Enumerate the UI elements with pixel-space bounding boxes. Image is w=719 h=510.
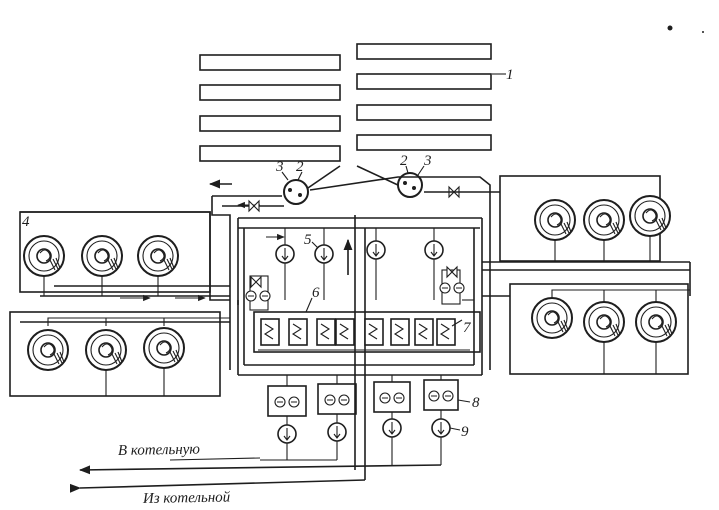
label-7: 7 (463, 320, 472, 336)
print-speck (667, 25, 673, 31)
caption-from-boiler: Из котельной (142, 489, 231, 507)
label-1: 1 (506, 67, 514, 83)
right-upper-machines (482, 175, 691, 296)
label-6: 6 (312, 285, 320, 301)
left-lower-machines (9, 311, 230, 397)
valve-assemblies (245, 266, 474, 311)
main-pipelines (208, 176, 500, 480)
filters-and-feed-pumps (267, 375, 471, 465)
label-5: 5 (304, 232, 312, 248)
left-upper-machines (19, 211, 230, 302)
label-4: 4 (22, 214, 30, 230)
label-3-left: 3 (275, 159, 284, 175)
label-2-left: 2 (296, 159, 304, 175)
right-lower-machines (482, 283, 690, 375)
print-speck (702, 31, 704, 33)
label-3-right: 3 (423, 153, 432, 169)
label-2-right: 2 (400, 153, 408, 169)
boiler-lines (69, 457, 442, 493)
heat-exchangers (253, 297, 481, 353)
label-9: 9 (461, 424, 469, 440)
label-8: 8 (472, 395, 480, 411)
radiator-panels (199, 43, 506, 162)
collector-left (283, 179, 309, 205)
caption-to-boiler: В котельную (118, 442, 201, 459)
collector-right (397, 172, 423, 198)
collector-pipes (281, 165, 425, 205)
circulation-pumps (275, 228, 444, 300)
